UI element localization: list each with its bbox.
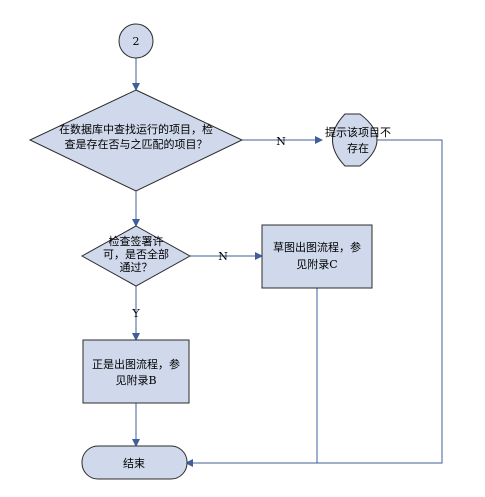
process-draft-output: 草图出图流程，参 见附录C bbox=[261, 224, 373, 289]
formal-line1: 正是出图流程，参 bbox=[92, 357, 180, 371]
formal-line2: 见附录B bbox=[115, 373, 156, 387]
decision2-line3: 通过？ bbox=[120, 261, 153, 274]
decision-find-project: 在数据库中查找运行的项目，检 查是存在否与之匹配的项目？ bbox=[28, 89, 244, 192]
end-terminator: 结束 bbox=[81, 445, 188, 480]
decision2-line2: 可，是否全部 bbox=[103, 247, 169, 261]
edge-label-n1: N bbox=[276, 135, 286, 148]
decision2-line1: 检查签署许 bbox=[109, 234, 164, 248]
connector-lines bbox=[132, 57, 443, 467]
draft-line1: 草图出图流程，参 bbox=[273, 240, 361, 254]
notify-line1: 提示该项目不 bbox=[325, 125, 391, 139]
decision-signoff-check: 检查签署许 可，是否全部 通过？ bbox=[80, 225, 192, 287]
line-draft-to-end bbox=[190, 288, 318, 464]
start-connector: 2 bbox=[118, 23, 154, 59]
display-project-not-exist: 提示该项目不 存在 bbox=[325, 113, 391, 167]
process-formal-output: 正是出图流程，参 见附录B bbox=[82, 339, 190, 404]
edge-label-n2: N bbox=[218, 250, 228, 263]
edge-label-y: Y bbox=[131, 307, 140, 320]
arrow-notify-to-end bbox=[185, 139, 443, 467]
end-label: 结束 bbox=[123, 457, 145, 470]
decision1-line2: 查是存在否与之匹配的项目？ bbox=[65, 137, 208, 151]
draft-line2: 见附录C bbox=[296, 257, 337, 271]
connector-label: 2 bbox=[133, 35, 140, 48]
decision1-line1: 在数据库中查找运行的项目，检 bbox=[59, 122, 213, 136]
notify-line2: 存在 bbox=[347, 141, 369, 155]
